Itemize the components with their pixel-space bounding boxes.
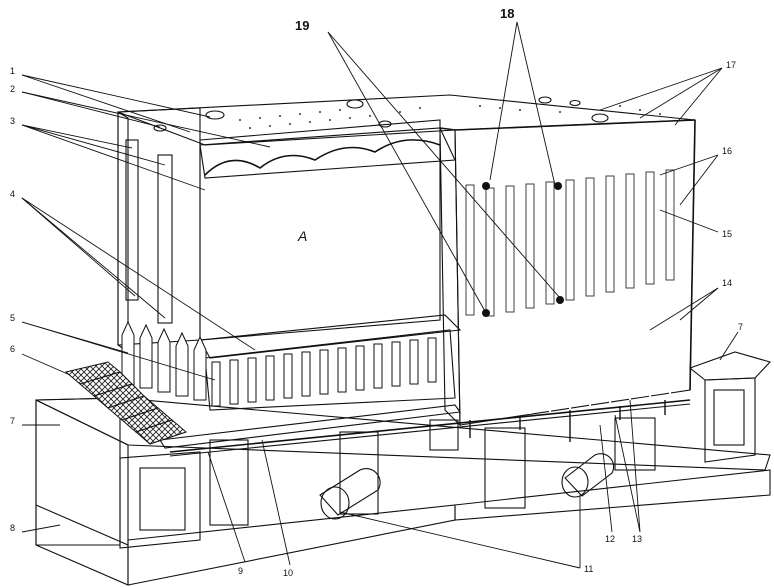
leader-dots xyxy=(482,182,564,317)
tube-bank xyxy=(439,119,696,442)
label-14: 14 xyxy=(722,278,732,288)
label-6: 6 xyxy=(10,344,15,354)
label-5: 5 xyxy=(10,313,15,323)
label-12: 12 xyxy=(605,534,615,544)
label-3: 3 xyxy=(10,116,15,126)
label-16: 16 xyxy=(722,146,732,156)
label-7-left: 7 xyxy=(10,416,15,426)
label-11: 11 xyxy=(584,564,593,574)
label-19: 19 xyxy=(295,18,309,33)
label-13: 13 xyxy=(632,534,642,544)
chamber-letter: A xyxy=(297,228,307,244)
labels: 1 2 3 4 5 6 7 8 9 10 11 12 13 14 15 16 1… xyxy=(10,6,743,578)
label-1: 1 xyxy=(10,66,15,76)
label-8: 8 xyxy=(10,523,15,533)
label-18: 18 xyxy=(500,6,514,21)
label-4: 4 xyxy=(10,189,15,199)
label-10: 10 xyxy=(283,568,293,578)
label-15: 15 xyxy=(722,229,732,239)
pipes xyxy=(319,453,615,520)
leader-lines xyxy=(21,21,739,569)
label-9: 9 xyxy=(238,566,243,576)
label-7-right: 7 xyxy=(738,322,743,332)
label-2: 2 xyxy=(10,84,15,94)
left-chamber: A xyxy=(64,94,696,445)
label-17: 17 xyxy=(726,60,736,70)
